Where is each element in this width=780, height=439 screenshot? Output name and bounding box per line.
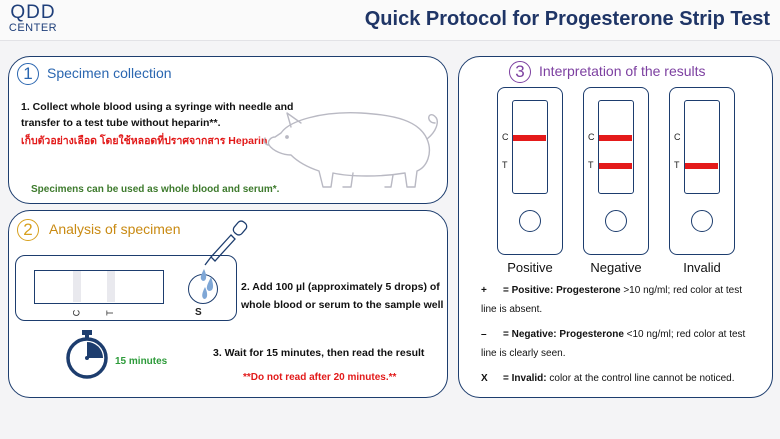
legend-positive: + = Positive: Progesterone >10 ng/ml; red… — [481, 281, 771, 319]
step1-instruction-line2: transfer to a test tube without heparin*… — [21, 117, 221, 129]
step2-instruction-line1: 2. Add 100 µl (approximately 5 drops) of — [241, 281, 440, 293]
interpretation-panel: 3 Interpretation of the results C T Posi… — [458, 56, 773, 398]
cassette-window — [34, 270, 164, 304]
result-strip-invalid: C T — [669, 87, 735, 255]
timer-label: 15 minutes — [115, 356, 168, 367]
specimen-collection-panel: 1 Specimen collection 1. Collect whole b… — [8, 56, 448, 204]
legend-symbol: – — [481, 329, 487, 340]
step2-warning: **Do not read after 20 minutes.** — [243, 372, 397, 383]
result-label-invalid: Invalid — [683, 260, 721, 275]
strip-t-mark: T — [588, 160, 594, 170]
test-line-blank — [107, 271, 115, 302]
legend-line2: line is absent. — [481, 304, 543, 315]
strip-t-mark: T — [502, 160, 508, 170]
step2-number-badge: 2 — [17, 219, 39, 241]
step1-title: Specimen collection — [47, 65, 172, 81]
cassette-t-label: T — [104, 310, 115, 316]
legend-rest: color at the control line cannot be noti… — [546, 373, 735, 384]
stopwatch-icon — [66, 330, 108, 379]
cassette-c-label: C — [71, 309, 82, 317]
legend-line2: line is clearly seen. — [481, 348, 566, 359]
strip-sample-well — [691, 210, 713, 232]
test-band — [599, 163, 632, 169]
strip-c-mark: C — [588, 132, 595, 142]
step3-title: Interpretation of the results — [539, 63, 706, 79]
strip-window — [684, 100, 720, 194]
result-strip-positive: C T — [497, 87, 563, 255]
pig-icon — [263, 112, 438, 188]
step3-number-badge: 3 — [509, 61, 531, 83]
step1-number-badge: 1 — [17, 63, 39, 85]
strip-t-mark: T — [674, 160, 680, 170]
strip-c-mark: C — [674, 132, 681, 142]
step2-title: Analysis of specimen — [49, 221, 181, 237]
logo-text-qdd: QDD — [10, 2, 56, 23]
step1-thai-note: เก็บตัวอย่างเลือด โดยใช้หลอดที่ปราศจากสา… — [21, 135, 268, 147]
control-band — [513, 135, 546, 141]
sample-well-label: S — [195, 307, 202, 318]
legend-prefix: = Positive: Progesterone — [503, 285, 621, 296]
legend-rest: <10 ng/ml; red color at test — [623, 329, 746, 340]
legend-rest: >10 ng/ml; red color at test — [620, 285, 742, 296]
legend-invalid: X = Invalid: color at the control line ca… — [481, 369, 771, 388]
step2-instruction-line2: whole blood or serum to the sample well — [241, 299, 444, 311]
control-band — [599, 135, 632, 141]
step2-wait-instruction: 3. Wait for 15 minutes, then read the re… — [213, 347, 425, 359]
legend-symbol: X — [481, 373, 488, 384]
result-strip-negative: C T — [583, 87, 649, 255]
qdd-center-logo: QDD CENTER — [8, 3, 58, 37]
result-label-positive: Positive — [507, 260, 553, 275]
control-line-blank — [73, 271, 81, 302]
strip-sample-well — [605, 210, 627, 232]
step1-specimen-note: Specimens can be used as whole blood and… — [31, 184, 280, 195]
header-bar: QDD CENTER Quick Protocol for Progestero… — [0, 0, 780, 41]
dropper-icon — [200, 220, 248, 299]
strip-c-mark: C — [502, 132, 509, 142]
strip-window — [598, 100, 634, 194]
legend-prefix: = Invalid: — [503, 373, 547, 384]
result-label-negative: Negative — [590, 260, 642, 275]
analysis-panel: 2 Analysis of specimen C T S 2. Add 100 … — [8, 210, 448, 398]
legend-symbol: + — [481, 285, 487, 296]
page-title: Quick Protocol for Progesterone Strip Te… — [364, 8, 770, 30]
strip-window — [512, 100, 548, 194]
step1-instruction-line1: 1. Collect whole blood using a syringe w… — [21, 101, 294, 113]
legend-negative: – = Negative: Progesterone <10 ng/ml; red… — [481, 325, 771, 363]
strip-sample-well — [519, 210, 541, 232]
test-band — [685, 163, 718, 169]
logo-text-center: CENTER — [8, 22, 58, 34]
legend-prefix: = Negative: Progesterone — [503, 329, 624, 340]
